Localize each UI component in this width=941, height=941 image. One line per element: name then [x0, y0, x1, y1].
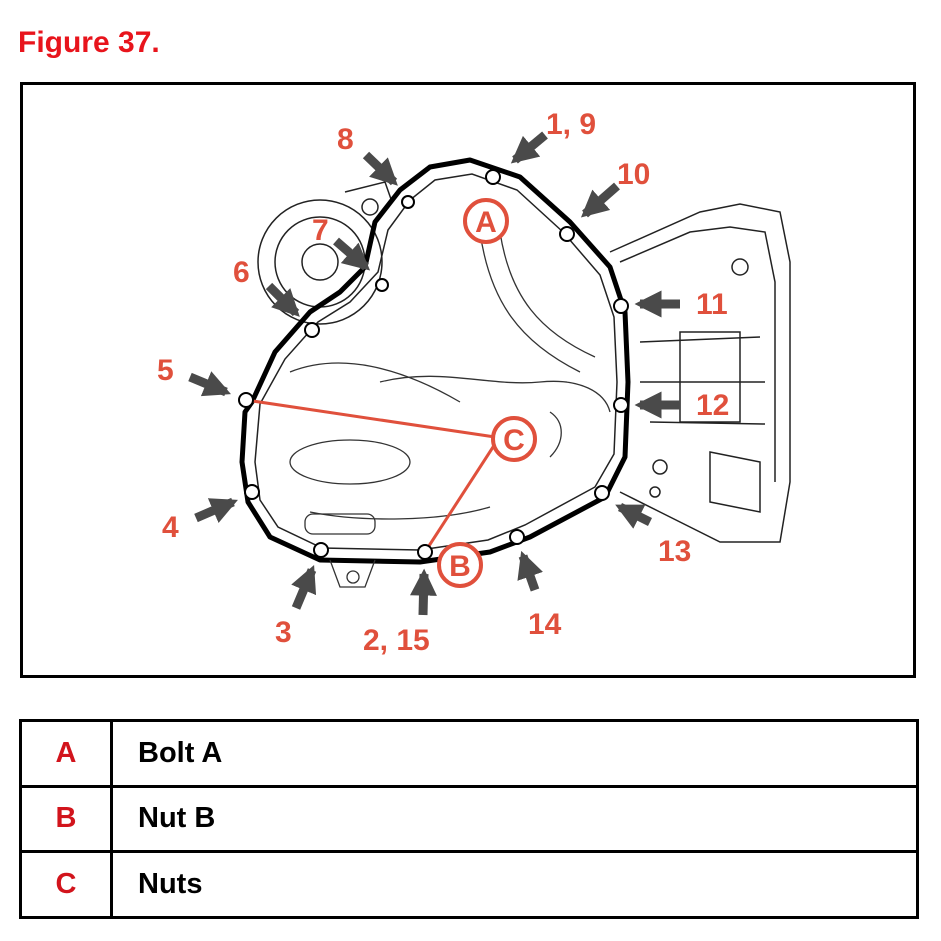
legend-description: Nut B: [110, 784, 919, 854]
callout-10: 10: [617, 158, 650, 191]
legend-key: C: [19, 850, 113, 919]
bolt-11: [613, 298, 629, 314]
callout-13: 13: [658, 535, 691, 568]
bolt-4: [244, 484, 260, 500]
arrow-6: [265, 282, 300, 317]
callout-6: 6: [233, 256, 250, 289]
oil-pan-contours: [289, 231, 611, 588]
bolt-13: [594, 485, 610, 501]
legend-description: Bolt A: [110, 719, 919, 788]
c-leader-lines: [245, 398, 497, 553]
bolt-heads: [238, 169, 629, 560]
oil-pan-outline: [239, 157, 631, 565]
bolt-5: [238, 392, 254, 408]
legend-row: A Bolt A: [19, 719, 919, 788]
callout-1-9: 1, 9: [546, 108, 596, 141]
legend-description: Nuts: [110, 850, 919, 919]
arrow-2-15: [409, 568, 437, 616]
legend-key: A: [19, 719, 113, 788]
arrow-4: [194, 497, 238, 523]
marker-b-label: B: [449, 550, 471, 583]
callout-11: 11: [696, 288, 728, 321]
bolt-10: [559, 226, 575, 242]
callout-3: 3: [275, 616, 292, 649]
arrow-3: [291, 565, 317, 610]
arrow-13: [615, 502, 653, 529]
arrow-7: [333, 237, 371, 271]
bolt-1: [485, 169, 501, 185]
bolt-8: [401, 195, 415, 209]
callout-2-15: 2, 15: [363, 624, 430, 657]
bolt-14: [509, 529, 525, 545]
arrow-1-9: [510, 131, 548, 164]
diagram-frame: 1, 9 2, 15 3 4 5 6 7 8 10 11 12 13 14 A …: [20, 82, 916, 678]
marker-a: A: [463, 198, 509, 244]
marker-c: C: [491, 416, 537, 462]
arrow-10: [580, 182, 620, 218]
callout-12: 12: [696, 389, 729, 422]
arrow-8: [362, 151, 398, 186]
callout-7: 7: [312, 214, 329, 247]
bolt-6: [304, 322, 320, 338]
legend-row: C Nuts: [19, 850, 919, 919]
oil-pan-flange: [254, 173, 618, 551]
callout-5: 5: [157, 354, 174, 387]
oil-pan-diagram: 1, 9 2, 15 3 4 5 6 7 8 10 11 12 13 14 A …: [157, 108, 791, 657]
transmission-housing: [609, 203, 791, 543]
legend-table: A Bolt A B Nut B C Nuts: [19, 719, 919, 919]
bolt-12: [613, 397, 629, 413]
marker-b: B: [437, 542, 483, 588]
arrow-14: [517, 550, 543, 592]
callout-14: 14: [528, 608, 562, 641]
callout-8: 8: [337, 123, 354, 156]
bolt-2: [417, 544, 433, 560]
arrow-5: [188, 371, 231, 397]
figure-title: Figure 37.: [18, 26, 160, 59]
bolt-3: [313, 542, 329, 558]
legend-row: B Nut B: [19, 784, 919, 854]
callout-arrows: [188, 131, 680, 616]
legend-key: B: [19, 784, 113, 854]
marker-a-label: A: [475, 206, 497, 239]
bolt-7: [375, 278, 389, 292]
callout-4: 4: [162, 511, 179, 544]
marker-c-label: C: [503, 424, 525, 457]
